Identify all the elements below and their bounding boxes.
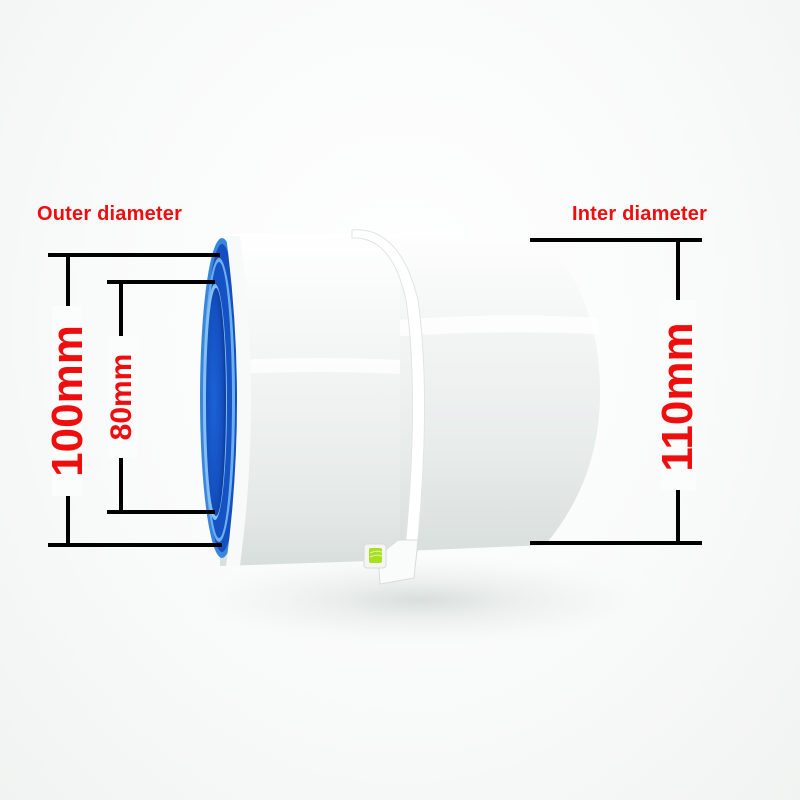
- outer-diameter-label: Outer diameter: [37, 203, 183, 225]
- dim-80mm-top-line: [107, 280, 215, 284]
- inner-diameter-label: Inter diameter: [572, 203, 708, 225]
- dim-100mm-top-line: [48, 253, 220, 257]
- floor-shadow: [190, 555, 650, 645]
- dim-80mm-bottom-line: [107, 510, 215, 514]
- dim-100mm-label: 100mm: [43, 325, 92, 477]
- dim-110mm-bottom-line: [530, 541, 702, 545]
- dim-80mm-label: 80mm: [105, 353, 138, 441]
- left-sleeve: [220, 234, 400, 566]
- dim-100mm-bottom-line: [48, 543, 222, 547]
- dim-110mm-label: 110mm: [653, 322, 702, 472]
- spirit-level-icon: [363, 543, 387, 569]
- dim-110mm-top-line: [530, 238, 702, 242]
